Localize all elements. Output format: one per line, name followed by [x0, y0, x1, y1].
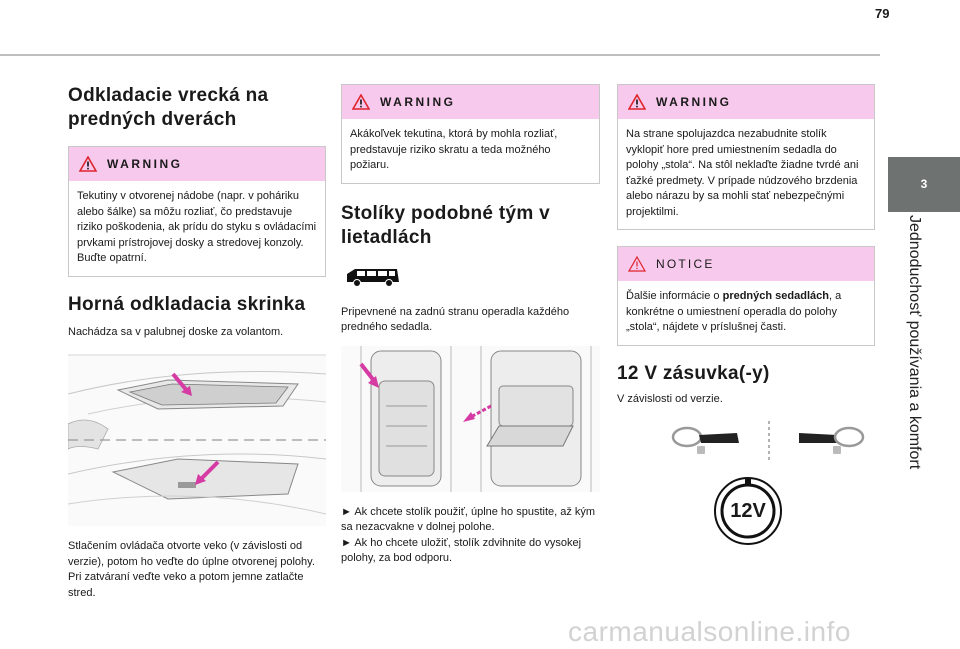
chapter-title: Jednoduchosť používania a komfort	[906, 215, 923, 470]
column-1: Odkladacie vrecká na predných dverách WA…	[67, 84, 327, 601]
warning-header: WARNING	[342, 85, 599, 119]
chapter-tab[interactable]: 3	[888, 157, 960, 212]
warning-label: WARNING	[380, 95, 456, 109]
warning-box: WARNING Tekutiny v otvorenej nádobe (nap…	[68, 146, 326, 277]
glovebox-location-text: Nachádza sa v palubnej doske za volantom…	[68, 325, 284, 338]
warning-text: Na strane spolujazdca nezabudnite stolík…	[626, 128, 859, 218]
warning-label: WARNING	[107, 157, 183, 171]
seat-table-illustration	[341, 345, 600, 492]
warning-label: WARNING	[656, 95, 732, 109]
warning-triangle-icon	[628, 94, 646, 110]
warning-triangle-icon	[352, 94, 370, 110]
van-icon	[347, 268, 399, 287]
page-number: 79	[875, 6, 890, 21]
notice-label: NOTICE	[656, 257, 715, 271]
tables-step-stow: ► Ak ho chcete uložiť, stolík zdvihnite …	[341, 536, 582, 565]
watermark: carmanualsonline.info	[568, 616, 851, 647]
glovebox-illustration	[67, 354, 327, 526]
notice-box: NOTICE Ďalšie informácie o predných seda…	[617, 246, 875, 346]
tables-step-use: ► Ak chcete stolík použiť, úplne ho spus…	[341, 505, 596, 534]
warning-text: Akákoľvek tekutina, ktorá by mohla rozli…	[350, 128, 558, 171]
notice-triangle-icon	[628, 256, 646, 272]
top-rule	[0, 54, 880, 56]
column-3: WARNING Na strane spolujazdca nezabudnit…	[617, 84, 875, 546]
notice-text: Ďalšie informácie o predných sedadlách, …	[618, 281, 874, 345]
socket-version-text: V závislosti od verzie.	[617, 392, 723, 405]
section-title-tables: Stolíky podobné tým v lietadlách	[341, 202, 550, 248]
warning-box: WARNING Akákoľvek tekutina, ktorá by moh…	[341, 84, 600, 184]
section-title-door-pockets: Odkladacie vrecká na predných dverách	[68, 85, 269, 130]
column-2: WARNING Akákoľvek tekutina, ktorá by moh…	[341, 84, 600, 567]
warning-header: WARNING	[618, 85, 874, 119]
socket-icon: 12V	[713, 476, 783, 546]
notice-text-post: , a konkrétne o umiestnení operadla do p…	[626, 290, 842, 333]
warning-text: Tekutiny v otvorenej nádobe (napr. v poh…	[77, 190, 317, 264]
notice-header: NOTICE	[618, 247, 874, 281]
glovebox-caption-open: Stlačením ovládača otvorte veko (v závis…	[68, 540, 315, 568]
warning-header: WARNING	[69, 147, 325, 181]
socket-label: 12V	[730, 500, 766, 522]
notice-link-front-seats: predných sedadlách	[722, 290, 829, 302]
glovebox-caption-close: Pri zatváraní veďte veko a potom jemne z…	[68, 571, 304, 599]
warning-triangle-icon	[79, 156, 97, 172]
warning-box: WARNING Na strane spolujazdca nezabudnit…	[617, 84, 875, 230]
tables-location-text: Pripevnené na zadnú stranu operadla každ…	[341, 305, 570, 334]
section-title-glovebox: Horná odkladacia skrinka	[68, 293, 306, 315]
steering-wheel-versions-icon	[671, 421, 865, 461]
section-title-12v-socket: 12 V zásuvka(-y)	[617, 362, 770, 384]
notice-text-pre: Ďalšie informácie o	[626, 290, 723, 302]
